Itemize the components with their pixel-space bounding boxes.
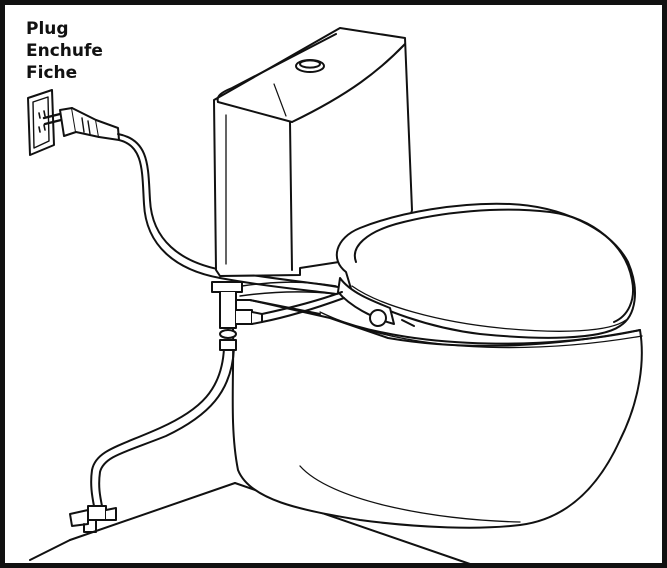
plug-label-spanish: Enchufe: [26, 41, 103, 61]
power-plug: [42, 107, 120, 141]
supply-hose: [90, 339, 237, 507]
seat-water-hose: [239, 281, 345, 323]
plug-label-english: Plug: [26, 19, 69, 39]
plug-label-group: Plug Enchufe Fiche: [26, 18, 103, 84]
bidet-seat: [335, 202, 636, 339]
power-cord: [117, 133, 339, 295]
tee-valve: [211, 281, 263, 339]
angle-stop-valve: [69, 505, 117, 533]
toilet-tank: [213, 27, 413, 277]
toilet-bowl: [231, 299, 643, 529]
wall-outlet: [27, 89, 55, 156]
plug-label-french: Fiche: [26, 63, 78, 83]
